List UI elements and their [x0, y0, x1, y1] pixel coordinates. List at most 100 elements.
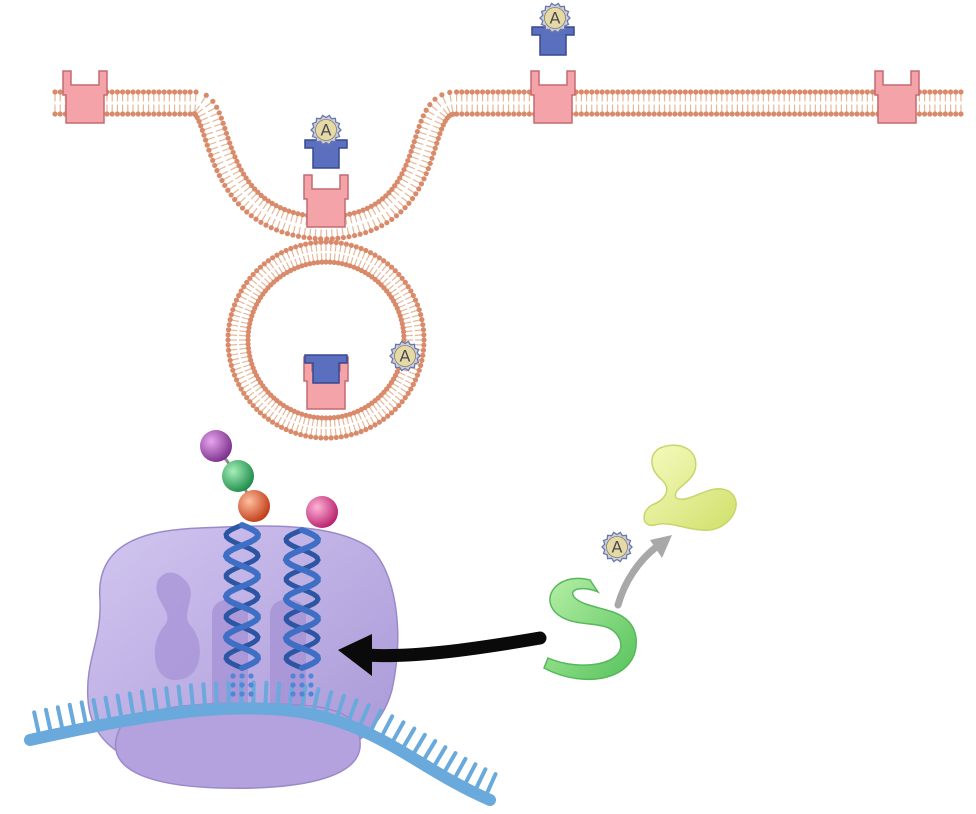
anticodon-dot [239, 691, 245, 697]
lipid-head [414, 372, 421, 378]
lipid-head [854, 111, 860, 117]
lipid-head [218, 115, 224, 121]
lipid-head [400, 329, 407, 335]
lipid-head [299, 263, 305, 269]
lipid-head [241, 390, 247, 396]
lipid-head [367, 250, 374, 256]
lipid-head [604, 111, 610, 117]
lipid-head [308, 240, 314, 246]
lipid-head [265, 416, 271, 422]
lipid-head [268, 225, 274, 231]
lipid-head [849, 111, 855, 117]
lipid-head [625, 89, 631, 95]
lipid-head [187, 111, 193, 117]
lipid-head [331, 414, 337, 421]
lipid-head [464, 89, 470, 95]
lipid-head [656, 89, 662, 95]
lipid-head [308, 434, 314, 440]
lipid-head [233, 297, 240, 303]
lipid-head [208, 152, 214, 158]
mrna-base [310, 687, 321, 717]
mrna-base [419, 739, 438, 766]
anticodon-dot [299, 691, 305, 697]
receptor-icon [530, 70, 576, 124]
lipid-head [357, 231, 363, 237]
lipid-head [412, 377, 419, 383]
lipid-head [409, 195, 416, 202]
lipid-head [372, 252, 378, 258]
lipid-head [505, 111, 512, 117]
lipid-head [864, 111, 870, 117]
lipid-head [247, 399, 253, 405]
lipid-head [397, 175, 403, 181]
lipid-head [130, 89, 136, 95]
lipid-head [57, 111, 63, 117]
lipid-head [318, 435, 324, 441]
lipid-head [130, 111, 136, 117]
lipid-head [719, 111, 725, 117]
lipid-head [335, 414, 341, 420]
mrna-base [430, 745, 448, 772]
lipid-head [250, 402, 256, 409]
lipid-head [641, 111, 647, 117]
lipid-head [135, 89, 141, 95]
lipid-head [411, 139, 417, 145]
receptors: AAA [62, 2, 920, 410]
lipid-head [363, 426, 369, 433]
lipid-head [347, 211, 353, 217]
lipid-head [526, 111, 532, 117]
anticodon-dot [308, 673, 314, 679]
lipid-head [413, 191, 419, 197]
lipid-head [817, 111, 824, 117]
lipid-head [216, 110, 222, 116]
lipid-head [434, 140, 440, 146]
lipid-head [376, 419, 382, 425]
lipid-head [228, 145, 234, 151]
lipid-head [236, 292, 242, 299]
lipid-head [241, 284, 247, 290]
lipid-head [358, 428, 364, 435]
lipid-head [942, 111, 948, 117]
anticodon-dot [299, 673, 305, 679]
mrna-base [472, 767, 488, 795]
lipid-head [453, 111, 460, 117]
lipid-head [729, 111, 735, 117]
lipid-head [838, 89, 844, 95]
lipid-head [420, 327, 427, 333]
mrna-base [440, 751, 458, 778]
lipid-head [807, 111, 813, 117]
ribosome-site-e [154, 572, 200, 680]
ligand-carrier-icon [304, 139, 348, 169]
mrna-base [226, 680, 232, 711]
lipid-head [315, 414, 321, 421]
lipid-head [245, 337, 251, 343]
lipid-head [413, 134, 419, 140]
lipid-head [279, 229, 285, 235]
lipid-head [416, 186, 422, 192]
anticodon-dot [299, 682, 305, 688]
lipid-head [431, 150, 437, 156]
lipid-head [379, 223, 385, 229]
lipid-head [859, 111, 865, 117]
lipid-head [225, 347, 232, 353]
lipid-head [274, 422, 280, 428]
lipid-head [392, 268, 398, 274]
lipid-head [953, 111, 959, 117]
lipid-head [745, 89, 751, 95]
lipid-head [172, 89, 178, 95]
lipid-head [313, 434, 319, 441]
lipid-head [114, 111, 120, 117]
lipid-head [389, 216, 395, 223]
lipid-head [656, 111, 662, 117]
lipid-head [343, 433, 349, 439]
lipid-head [453, 89, 460, 95]
lipid-head [284, 231, 291, 237]
lipid-head [392, 183, 398, 189]
lipid-head [625, 111, 631, 117]
lipid-head [418, 312, 424, 318]
lipid-head [248, 213, 254, 219]
lipid-head [303, 262, 309, 268]
lipid-head [270, 419, 276, 425]
lipid-head [283, 247, 289, 254]
lipid-head [250, 271, 256, 278]
